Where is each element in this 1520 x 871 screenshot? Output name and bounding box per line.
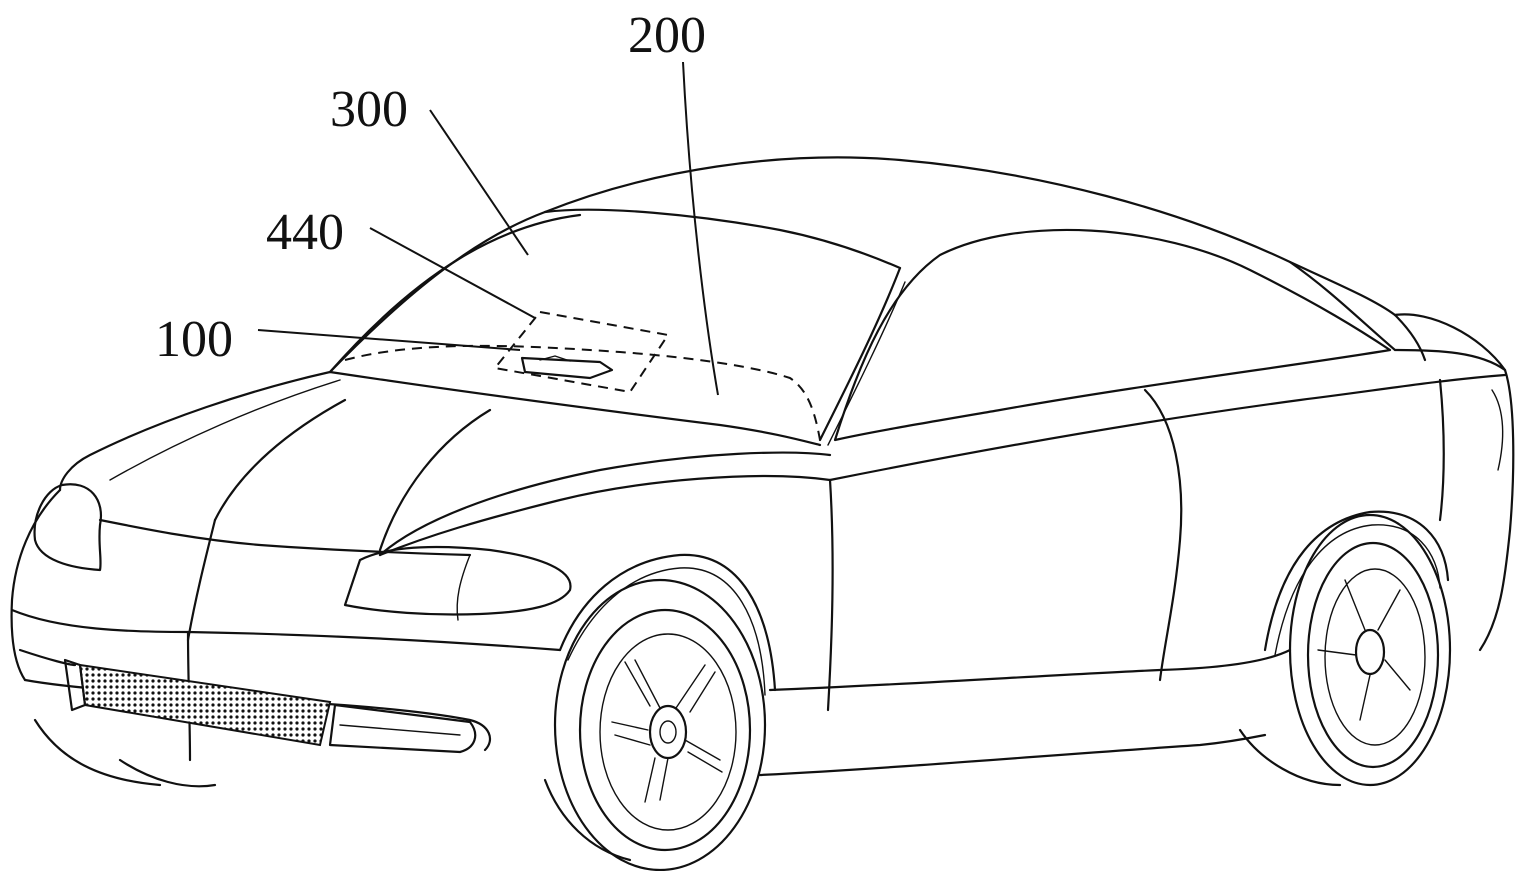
ref-label-200: 200 [628,7,706,64]
ref-label-100: 100 [155,311,233,368]
rear-wheel [1240,515,1450,785]
front-wheel [545,580,765,870]
projection-area-440-outline [495,312,668,392]
leader-300 [430,110,528,255]
leader-100 [258,330,520,350]
ref-label-300: 300 [330,81,408,138]
ref-label-440: 440 [266,204,344,261]
windshield-region-100-outline [345,346,820,440]
leader-200 [683,62,718,395]
leader-440 [370,228,535,318]
